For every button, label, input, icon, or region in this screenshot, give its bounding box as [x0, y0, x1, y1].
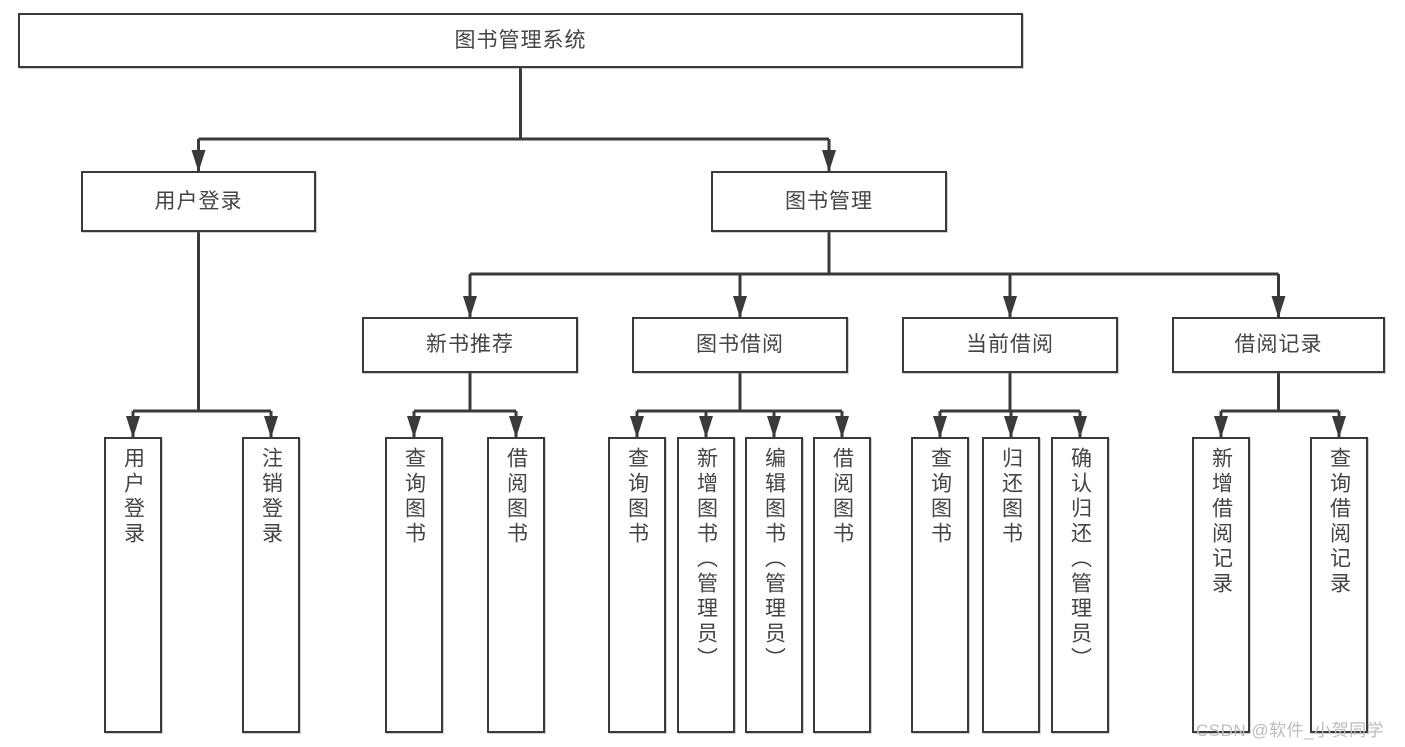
node-leaf2[interactable]: 注销登录	[242, 437, 300, 733]
node-label: 确认归还（管理员）	[1068, 447, 1092, 672]
node-label: 图书管理	[785, 189, 873, 213]
node-leaf7[interactable]: 编辑图书（管理员）	[745, 437, 803, 733]
node-current[interactable]: 当前借阅	[902, 317, 1118, 373]
node-label: 新增借阅记录	[1209, 447, 1233, 597]
node-label: 编辑图书（管理员）	[762, 447, 786, 672]
node-label: 图书借阅	[696, 333, 784, 357]
node-login[interactable]: 用户登录	[81, 171, 316, 232]
node-leaf9[interactable]: 查询图书	[911, 437, 969, 733]
node-label: 图书管理系统	[454, 28, 587, 52]
node-label: 查询图书	[928, 447, 952, 547]
node-label: 查询图书	[625, 447, 649, 547]
node-leaf10[interactable]: 归还图书	[982, 437, 1040, 733]
node-leaf11[interactable]: 确认归还（管理员）	[1051, 437, 1109, 733]
node-records[interactable]: 借阅记录	[1172, 317, 1385, 373]
node-label: 借阅图书	[830, 447, 854, 547]
node-borrow[interactable]: 图书借阅	[632, 317, 848, 373]
node-label: 注销登录	[259, 447, 283, 547]
node-bookmgmt[interactable]: 图书管理	[711, 171, 947, 232]
node-leaf5[interactable]: 查询图书	[608, 437, 666, 733]
node-newbook[interactable]: 新书推荐	[362, 317, 578, 373]
node-label: 查询图书	[402, 447, 426, 547]
node-leaf3[interactable]: 查询图书	[385, 437, 443, 733]
node-leaf1[interactable]: 用户登录	[104, 437, 162, 733]
node-label: 新书推荐	[426, 333, 514, 357]
node-leaf4[interactable]: 借阅图书	[487, 437, 545, 733]
node-root[interactable]: 图书管理系统	[18, 13, 1023, 68]
node-label: 新增图书（管理员）	[694, 447, 718, 672]
node-leaf8[interactable]: 借阅图书	[813, 437, 871, 733]
node-leaf13[interactable]: 查询借阅记录	[1310, 437, 1368, 733]
node-label: 查询借阅记录	[1327, 447, 1351, 597]
node-leaf6[interactable]: 新增图书（管理员）	[677, 437, 735, 733]
node-label: 用户登录	[154, 189, 243, 213]
node-leaf12[interactable]: 新增借阅记录	[1192, 437, 1250, 733]
node-label: 归还图书	[999, 447, 1023, 547]
node-label: 借阅图书	[504, 447, 528, 547]
node-label: 当前借阅	[966, 333, 1054, 357]
node-label: 用户登录	[121, 447, 145, 547]
node-label: 借阅记录	[1234, 333, 1323, 357]
